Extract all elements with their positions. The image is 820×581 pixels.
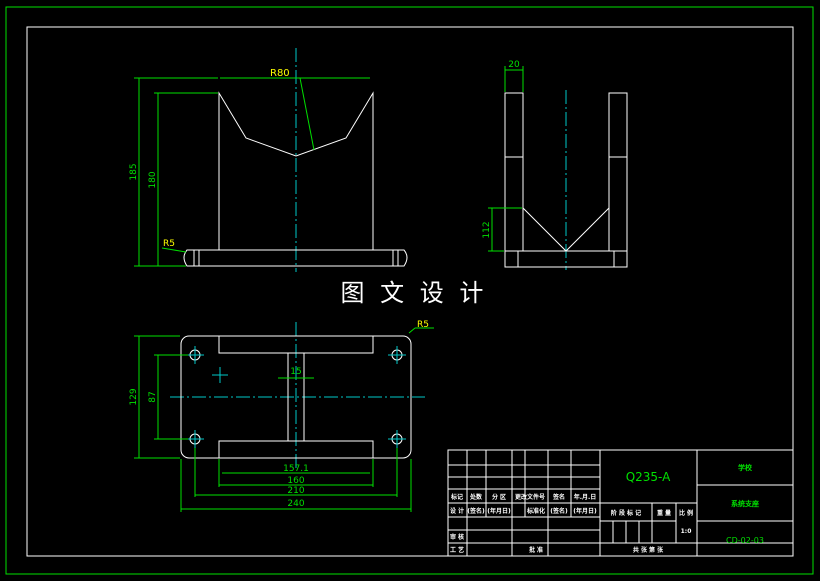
dim-180: 180: [148, 171, 158, 188]
sign-sig2: (签名): [550, 507, 568, 515]
dim-240: 240: [287, 499, 304, 509]
dim-157-1: 157.1: [283, 464, 309, 474]
sign-design: 设 计: [450, 507, 464, 515]
dim-129: 129: [129, 388, 139, 405]
dim-r80: R80: [270, 68, 290, 79]
dim-15: 15: [290, 367, 301, 377]
part-name-text: 系统支座: [731, 499, 759, 508]
sign-sig1: (签名): [467, 507, 485, 515]
material-text: Q235-A: [626, 470, 671, 484]
watermark: 图 文 设 计: [341, 279, 488, 307]
header-count: 处数: [469, 493, 483, 501]
dim-210: 210: [287, 486, 304, 496]
header-mark: 标记: [450, 493, 463, 501]
dim-112: 112: [482, 221, 492, 238]
dim-160: 160: [287, 476, 304, 486]
sign-date1: (年月日): [487, 507, 511, 515]
sign-date2: (年月日): [573, 507, 597, 515]
sign-standard: 标准化: [526, 507, 545, 515]
dim-r5-front: R5: [163, 239, 175, 249]
dim-185: 185: [129, 163, 139, 180]
side-view: 20 112: [482, 60, 628, 270]
stage-scale: 比 例: [679, 509, 693, 517]
header-sign: 签名: [552, 493, 565, 501]
title-block: Q235-A 学校 系统支座 CD-02-03 标记 处数 分 区 更改文件号 …: [447, 449, 794, 557]
header-date: 年.月.日: [574, 493, 597, 501]
dim-r5-top: R5: [417, 320, 429, 330]
inner-frame: [26, 26, 794, 557]
drawing-no-text: CD-02-03: [726, 536, 764, 545]
sheets-label: 共 张 第 张: [633, 546, 664, 554]
process-label: 工 艺: [450, 546, 464, 554]
top-view: R5 15 129 87 157.1 160 210 240: [129, 320, 434, 512]
school-text: 学校: [738, 463, 753, 472]
stage-weight: 重 量: [657, 509, 671, 517]
front-view: R80 185 180 R5: [129, 48, 408, 272]
scale-value: 1:0: [681, 528, 692, 535]
dim-20: 20: [508, 60, 520, 70]
stage-mark: 阶 段 标 记: [611, 509, 641, 517]
review-label: 审 核: [450, 533, 464, 541]
header-doc: 更改文件号: [515, 493, 545, 501]
header-zone: 分 区: [492, 493, 506, 501]
outer-frame: [5, 6, 814, 575]
approve-label: 批 准: [529, 546, 543, 554]
dim-87: 87: [148, 391, 158, 402]
